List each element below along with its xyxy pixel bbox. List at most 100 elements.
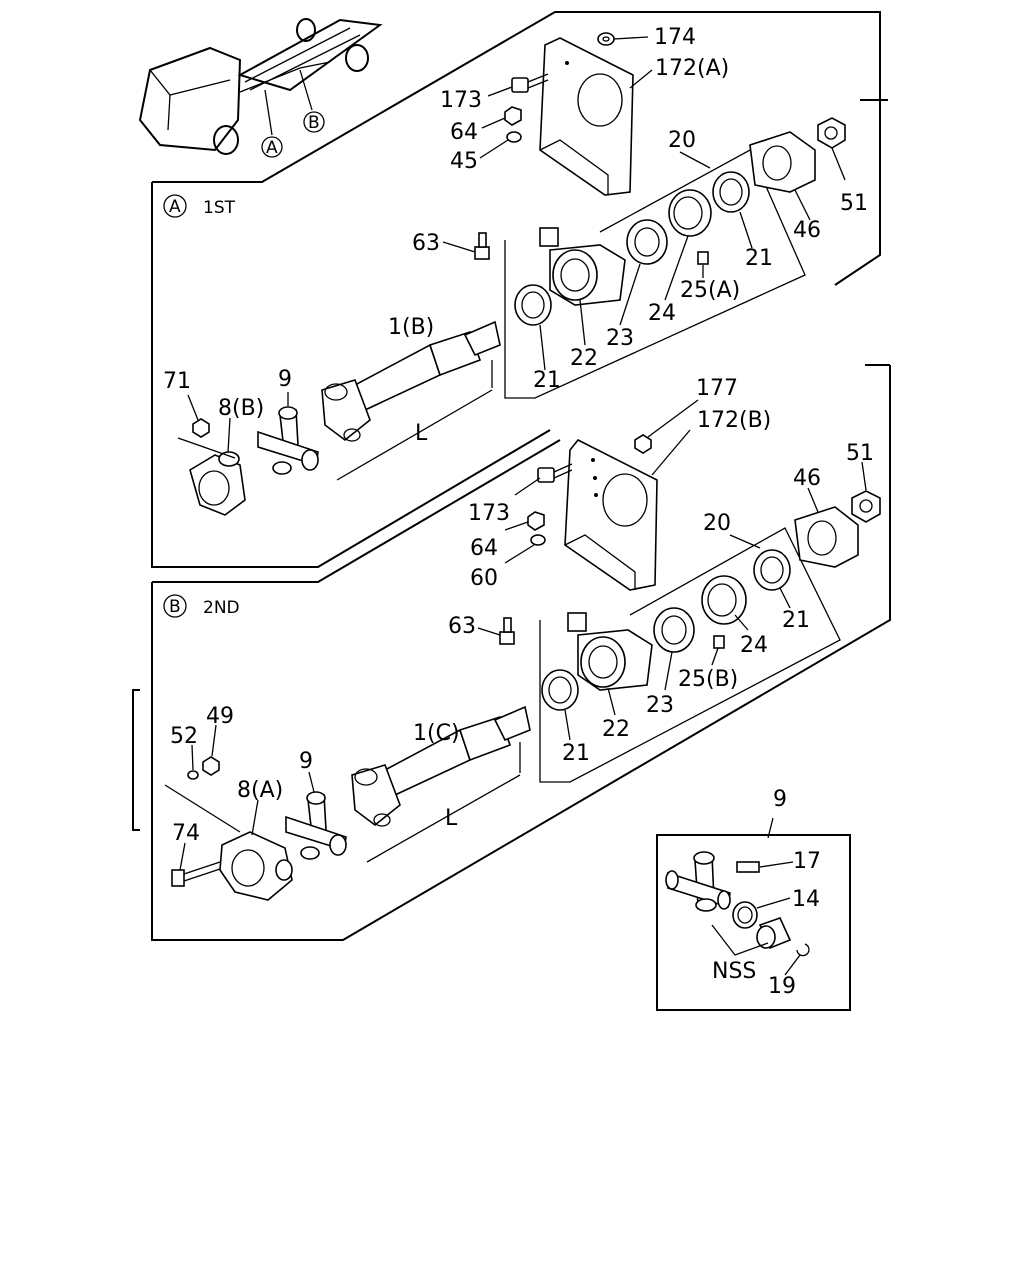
washer-60: [530, 534, 546, 546]
label-1c: 1(C): [413, 721, 460, 746]
label-kit-9: 9: [773, 787, 787, 812]
washer-174: [597, 32, 615, 46]
label-52: 52: [170, 724, 198, 749]
label-24: 24: [648, 301, 676, 326]
label-49: 49: [206, 704, 234, 729]
label-nss: NSS: [712, 959, 756, 984]
label-20: 20: [668, 128, 696, 153]
seal-21-outer-b: [753, 549, 791, 591]
second-section-labels: 177 172(B) 173 64 60 20 51 46 21 63 24 2…: [170, 376, 874, 846]
label-45: 45: [450, 149, 478, 174]
nut-51-b: [851, 490, 881, 523]
second-section-leaders: [179, 399, 867, 871]
kit-labels: 9 17 14 NSS 19: [712, 787, 821, 999]
label-51: 51: [840, 191, 868, 216]
label-14: 14: [792, 887, 820, 912]
truck-marker-a: [261, 136, 283, 158]
label-21-inner: 21: [533, 368, 561, 393]
label-23-b: 23: [646, 693, 674, 718]
flange-46-b: [794, 506, 859, 568]
nut-51: [817, 117, 846, 149]
label-17: 17: [793, 849, 821, 874]
section-frames: [132, 11, 891, 1011]
label-63: 63: [412, 231, 440, 256]
label-63-b: 63: [448, 614, 476, 639]
label-24-b: 24: [740, 633, 768, 658]
bolt-63: [474, 246, 490, 260]
section-b-marker-text: B: [169, 597, 181, 617]
label-51-b: 51: [846, 441, 874, 466]
label-173: 173: [440, 88, 482, 113]
label-9-b: 9: [299, 749, 313, 774]
first-section-labels: 174 172(A) 173 64 45 20 51 46 21 63 25(A…: [163, 25, 868, 446]
kit-parts: [665, 817, 810, 976]
section-a-marker: [163, 194, 187, 218]
bolt-173-b: [537, 467, 555, 483]
label-172a: 172(A): [655, 56, 729, 81]
label-20-b: 20: [703, 511, 731, 536]
label-172b: 172(B): [697, 408, 771, 433]
washer-52: [187, 770, 199, 780]
section-a-marker-text: A: [169, 197, 181, 217]
bracket-172b: [564, 438, 658, 591]
first-section-leaders: [187, 36, 846, 453]
label-1b: 1(B): [388, 315, 434, 340]
flange-yoke-8a: [219, 831, 293, 901]
seal-21-inner: [514, 284, 552, 326]
truck-marker-b-text: B: [308, 113, 320, 133]
label-21-inner-b: 21: [562, 741, 590, 766]
kit-snap-ring: [796, 943, 810, 957]
label-21-outer-b: 21: [782, 608, 810, 633]
truck-marker-b: [303, 111, 325, 133]
kit-grease-nipple: [736, 861, 760, 873]
label-l: L: [415, 421, 428, 446]
bearing-23: [626, 219, 668, 265]
nut-49: [202, 756, 220, 776]
label-19: 19: [768, 974, 796, 999]
nut-177: [634, 434, 652, 454]
label-46: 46: [793, 218, 821, 243]
label-l-b: L: [445, 806, 458, 831]
bracket-172a: [539, 37, 634, 196]
bolt-74: [171, 869, 185, 887]
seal-21-outer: [712, 171, 750, 213]
nut-64: [504, 106, 522, 126]
grease-nipple-25a: [697, 251, 709, 265]
grease-nipple-25b: [713, 635, 725, 649]
truck-marker-a-text: A: [266, 138, 278, 158]
label-25b: 25(B): [678, 667, 738, 692]
label-46-b: 46: [793, 466, 821, 491]
flange-46: [749, 131, 816, 193]
section-a-title: 1ST: [203, 198, 236, 218]
nut-71: [192, 418, 210, 438]
bolt-173: [511, 77, 529, 93]
label-64-b: 64: [470, 536, 498, 561]
truck-overview: A B: [138, 18, 383, 158]
label-22-b: 22: [602, 717, 630, 742]
first-section-parts: [177, 32, 846, 516]
label-25a: 25(A): [680, 278, 740, 303]
bolt-63-b: [499, 631, 515, 645]
section-b-marker: [163, 594, 187, 618]
label-71: 71: [163, 369, 191, 394]
washer-45: [506, 131, 522, 143]
bearing-23-b: [653, 607, 695, 653]
label-177: 177: [696, 376, 738, 401]
label-23: 23: [606, 326, 634, 351]
kit-frame: [656, 834, 851, 1011]
label-21-outer: 21: [745, 246, 773, 271]
seal-21-inner-b: [541, 669, 579, 711]
label-60: 60: [470, 566, 498, 591]
section-b-title: 2ND: [203, 598, 240, 618]
label-22: 22: [570, 346, 598, 371]
label-74: 74: [172, 821, 200, 846]
label-64: 64: [450, 120, 478, 145]
sleeve-24: [668, 189, 712, 237]
shaft-1b: [353, 343, 441, 412]
nut-64-b: [527, 511, 545, 531]
kit-seal: [732, 901, 758, 929]
second-section-parts: [164, 434, 881, 901]
label-174: 174: [654, 25, 696, 50]
label-173-b: 173: [468, 501, 510, 526]
